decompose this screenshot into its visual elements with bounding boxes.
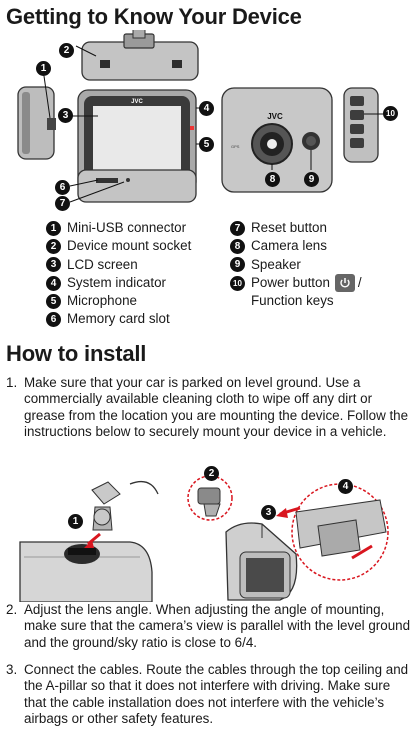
front-view: JVC — [66, 89, 205, 193]
callout-install-3: 3 — [261, 505, 276, 520]
callout-9: 9 — [304, 172, 319, 187]
callout-install-4: 4 — [338, 479, 353, 494]
page-title: Getting to Know Your Device — [6, 4, 302, 29]
back-view: JVC GPS — [221, 87, 333, 193]
callout-5: 5 — [199, 137, 214, 152]
svg-text:JVC: JVC — [131, 99, 143, 105]
callout-install-2: 2 — [204, 466, 219, 481]
left-side-view — [17, 75, 56, 160]
section-title-install: How to install — [6, 341, 147, 366]
callout-8: 8 — [265, 172, 280, 187]
svg-text:JVC: JVC — [267, 112, 283, 121]
callout-10: 10 — [383, 106, 398, 121]
part-item: 10 Power button/ Function keys — [230, 274, 362, 311]
power-icon — [334, 274, 355, 293]
install-illustrations — [19, 475, 389, 602]
callout-install-1: 1 — [68, 514, 83, 529]
callout-3: 3 — [58, 108, 73, 123]
callout-1: 1 — [36, 61, 51, 76]
install-step-1: 1.Make sure that your car is parked on l… — [6, 375, 409, 440]
top-view — [75, 30, 199, 81]
bottom-view — [69, 169, 197, 203]
callout-4: 4 — [199, 101, 214, 116]
callout-2: 2 — [59, 43, 74, 58]
install-step-3: 3.Connect the cables. Route the cables t… — [6, 662, 409, 727]
insert-illustration — [187, 475, 298, 601]
device-diagram: JVC JVC GPS — [17, 30, 384, 203]
slide-illustration — [276, 483, 389, 581]
callout-6: 6 — [55, 180, 70, 195]
callout-7: 7 — [55, 196, 70, 211]
mount-illustration — [19, 480, 159, 602]
install-step-2: 2.Adjust the lens angle. When adjusting … — [6, 602, 411, 650]
right-side-view — [343, 87, 384, 163]
svg-text:GPS: GPS — [231, 144, 240, 149]
